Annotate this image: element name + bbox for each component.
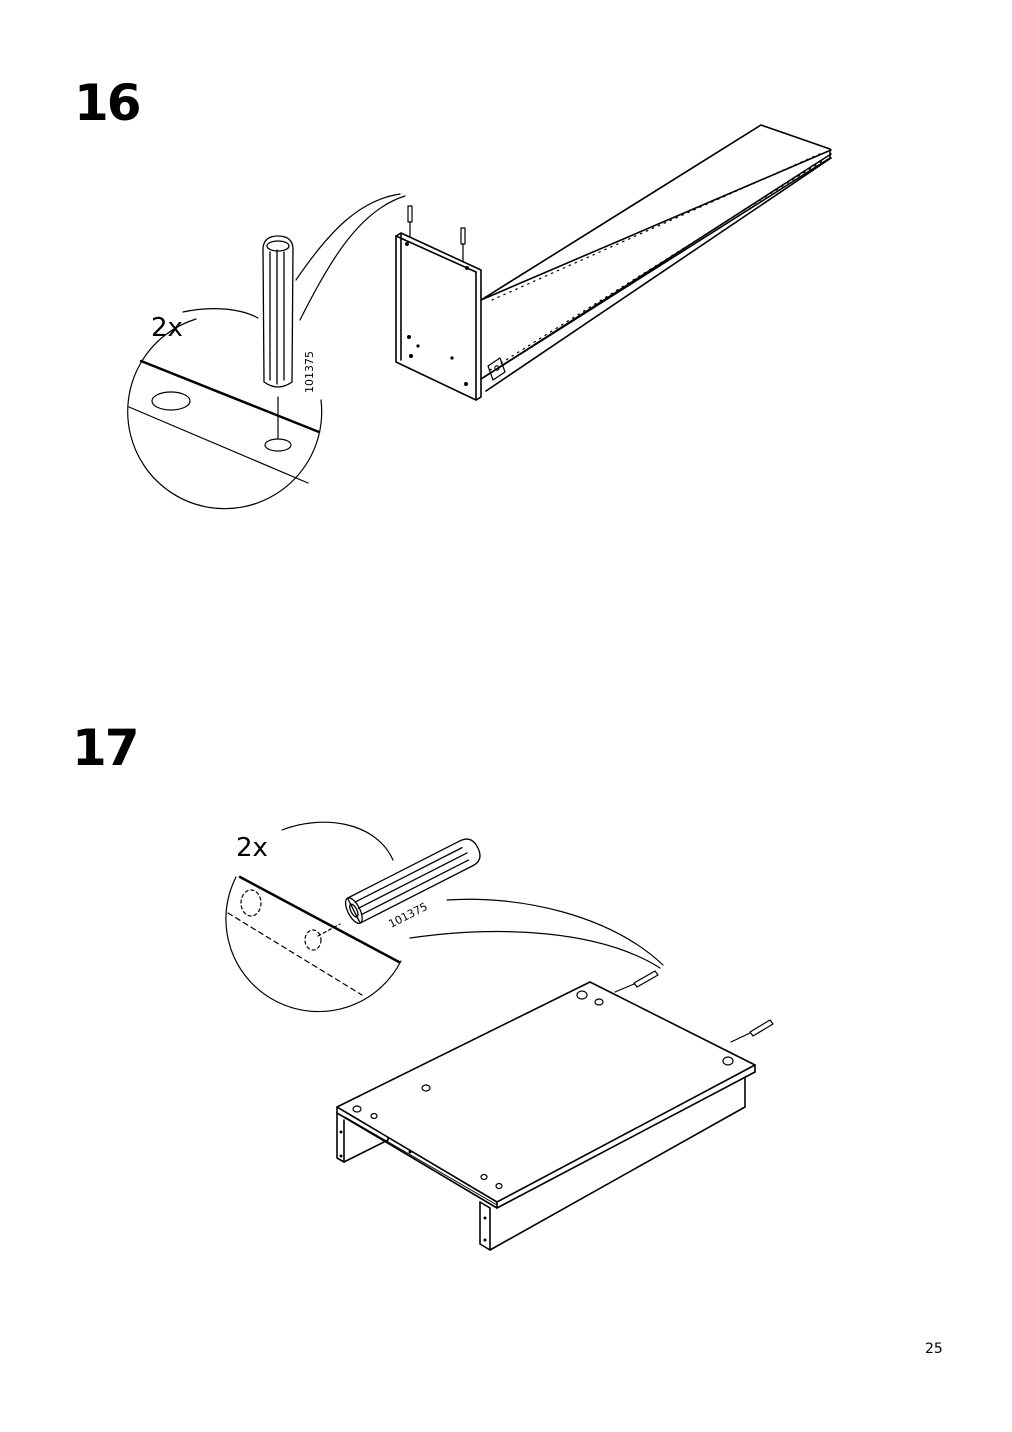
step-17-part-number: 101375 (386, 900, 429, 931)
step-17-panel-assembly (336, 970, 774, 1251)
step-17-quantity: 2x (236, 833, 268, 863)
step-16-panel-assembly (395, 124, 832, 401)
step-16-quantity: 2x (151, 313, 183, 343)
step-17-number: 17 (72, 719, 140, 777)
step-17-detail-callout (225, 821, 664, 1013)
step-16-detail-callout (127, 193, 406, 510)
step-16-illustration: 2x 101375 (127, 124, 832, 510)
dowel-101375-icon (344, 838, 481, 925)
page-number: 25 (925, 1341, 943, 1357)
step-17-illustration: 2x 101375 (225, 821, 774, 1251)
step-16-number: 16 (74, 74, 142, 132)
dowel-101375-icon (262, 235, 294, 388)
step-16-part-number: 101375 (303, 351, 316, 393)
